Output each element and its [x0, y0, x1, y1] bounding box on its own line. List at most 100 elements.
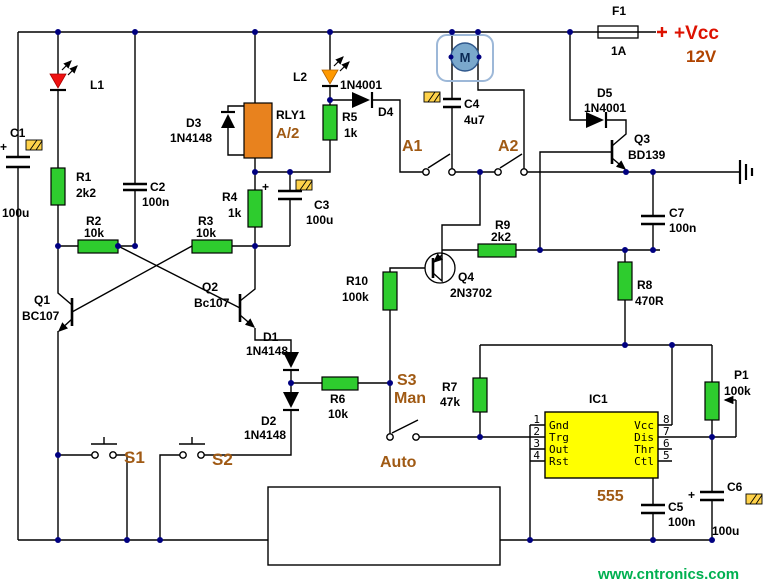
ic1-pin-vcc: Vcc [634, 419, 654, 432]
ic1-pin-rst: Rst [549, 455, 569, 468]
r8-ref: R8 [637, 278, 653, 292]
r9-ref: R9 [495, 218, 511, 232]
c7-ref: C7 [669, 206, 685, 220]
c7-value: 100n [669, 221, 696, 235]
vcc-terminal [657, 27, 667, 37]
switch-s1-label: S1 [124, 448, 145, 467]
capacitor-c5 [641, 503, 665, 515]
r6-value: 10k [328, 407, 348, 421]
junction-dots [55, 29, 715, 543]
ic1-ref: IC1 [589, 392, 608, 406]
resistor-r3 [191, 239, 233, 254]
r3-ref: R3 [198, 214, 214, 228]
ic1-pin-num-7: 7 [663, 425, 670, 438]
contact-a1 [422, 168, 456, 176]
fuse-f1 [597, 25, 639, 39]
switch-auto-label: Auto [380, 454, 417, 471]
diodes [49, 56, 608, 412]
ic1-value: 555 [597, 488, 624, 505]
watermark: www.cntronics.com [597, 566, 739, 583]
c1-ref: C1 [10, 126, 26, 140]
resistor-r4 [247, 189, 263, 228]
r5-ref: R5 [342, 110, 358, 124]
c6-plus: + [688, 488, 695, 502]
c6-ref: C6 [727, 480, 743, 494]
d4-ref: D4 [378, 105, 394, 119]
polarity-hatch-markers [25, 91, 763, 505]
ic1-pin-gnd: Gnd [549, 419, 569, 432]
switch-s3-label: S3 [397, 372, 417, 389]
diode-d2 [283, 392, 299, 412]
ic1-pin-num-2: 2 [533, 425, 540, 438]
c3-plus: + [262, 180, 269, 194]
ic1-pin-num-1: 1 [533, 413, 540, 426]
transistors [57, 140, 627, 332]
r8-value: 470R [635, 294, 664, 308]
relay-ref: RLY1 [276, 108, 306, 122]
ic1-pin-ctl: Ctl [634, 455, 654, 468]
resistor-r10 [382, 271, 398, 311]
d1-value: 1N4148 [246, 344, 288, 358]
led-l2 [321, 56, 350, 88]
d3-value: 1N4148 [170, 131, 212, 145]
switch-s3 [386, 433, 420, 441]
ic1-555-body [544, 411, 659, 479]
resistors [50, 104, 720, 421]
motor-label: M [460, 50, 471, 65]
transistor-q4-circle [424, 252, 456, 284]
plus-terminal-icon [657, 27, 667, 37]
q1-ref: Q1 [34, 293, 50, 307]
q2-emitter [239, 314, 256, 328]
resistor-r6 [321, 376, 359, 391]
d4-value: 1N4001 [340, 78, 382, 92]
labels: F1 1A +Vcc 12V L1 L2 C1 100u + C2 100n C… [0, 4, 751, 583]
ic1-pin-thr: Thr [634, 443, 654, 456]
c3-value: 100u [306, 213, 333, 227]
r9-value: 2k2 [491, 230, 511, 244]
r6-ref: R6 [330, 392, 346, 406]
q3-emitter [611, 157, 627, 170]
d5-ref: D5 [597, 86, 613, 100]
q4-emitter [432, 253, 444, 263]
r10-value: 100k [342, 290, 369, 304]
ic1-pin-trg: Trg [549, 431, 569, 444]
resistor-r2 [77, 239, 119, 254]
p1-ref: P1 [734, 368, 749, 382]
ic1-pin-out: Out [549, 443, 569, 456]
led-l1-label: L1 [90, 78, 104, 92]
hatch-c3 [295, 179, 313, 191]
q1-emitter [57, 318, 73, 332]
r2-ref: R2 [86, 214, 102, 228]
resistor-r8 [617, 261, 633, 301]
diode-d1 [283, 352, 299, 372]
resistor-r7 [472, 377, 488, 413]
relay-contact-label: A/2 [276, 125, 299, 142]
capacitor-c4 [443, 97, 461, 109]
c3-ref: C3 [314, 198, 330, 212]
diode-d3 [221, 110, 235, 128]
ic1-pin-num-4: 4 [533, 449, 540, 462]
fuse-ref: F1 [612, 4, 626, 18]
ic1-pin-num-8: 8 [663, 413, 670, 426]
ground-symbol [738, 160, 754, 184]
resistor-r1 [50, 167, 66, 206]
d2-value: 1N4148 [244, 428, 286, 442]
c2-ref: C2 [150, 180, 166, 194]
c1-value: 100u [2, 206, 29, 220]
ic1-pin-dis: Dis [634, 431, 654, 444]
contact-a2 [494, 168, 528, 176]
r7-value: 47k [440, 395, 460, 409]
capacitor-c1 [6, 155, 30, 169]
q3-value: BD139 [628, 148, 666, 162]
capacitor-c6 [700, 490, 724, 502]
contact-a1-label: A1 [402, 138, 423, 155]
c1-plus: + [0, 140, 7, 154]
r4-value: 1k [228, 206, 242, 220]
ic1-pin-num-6: 6 [663, 437, 670, 450]
d5-value: 1N4001 [584, 101, 626, 115]
capacitor-c7 [641, 214, 665, 226]
ic1-pin-num-3: 3 [533, 437, 540, 450]
c4-ref: C4 [464, 97, 480, 111]
